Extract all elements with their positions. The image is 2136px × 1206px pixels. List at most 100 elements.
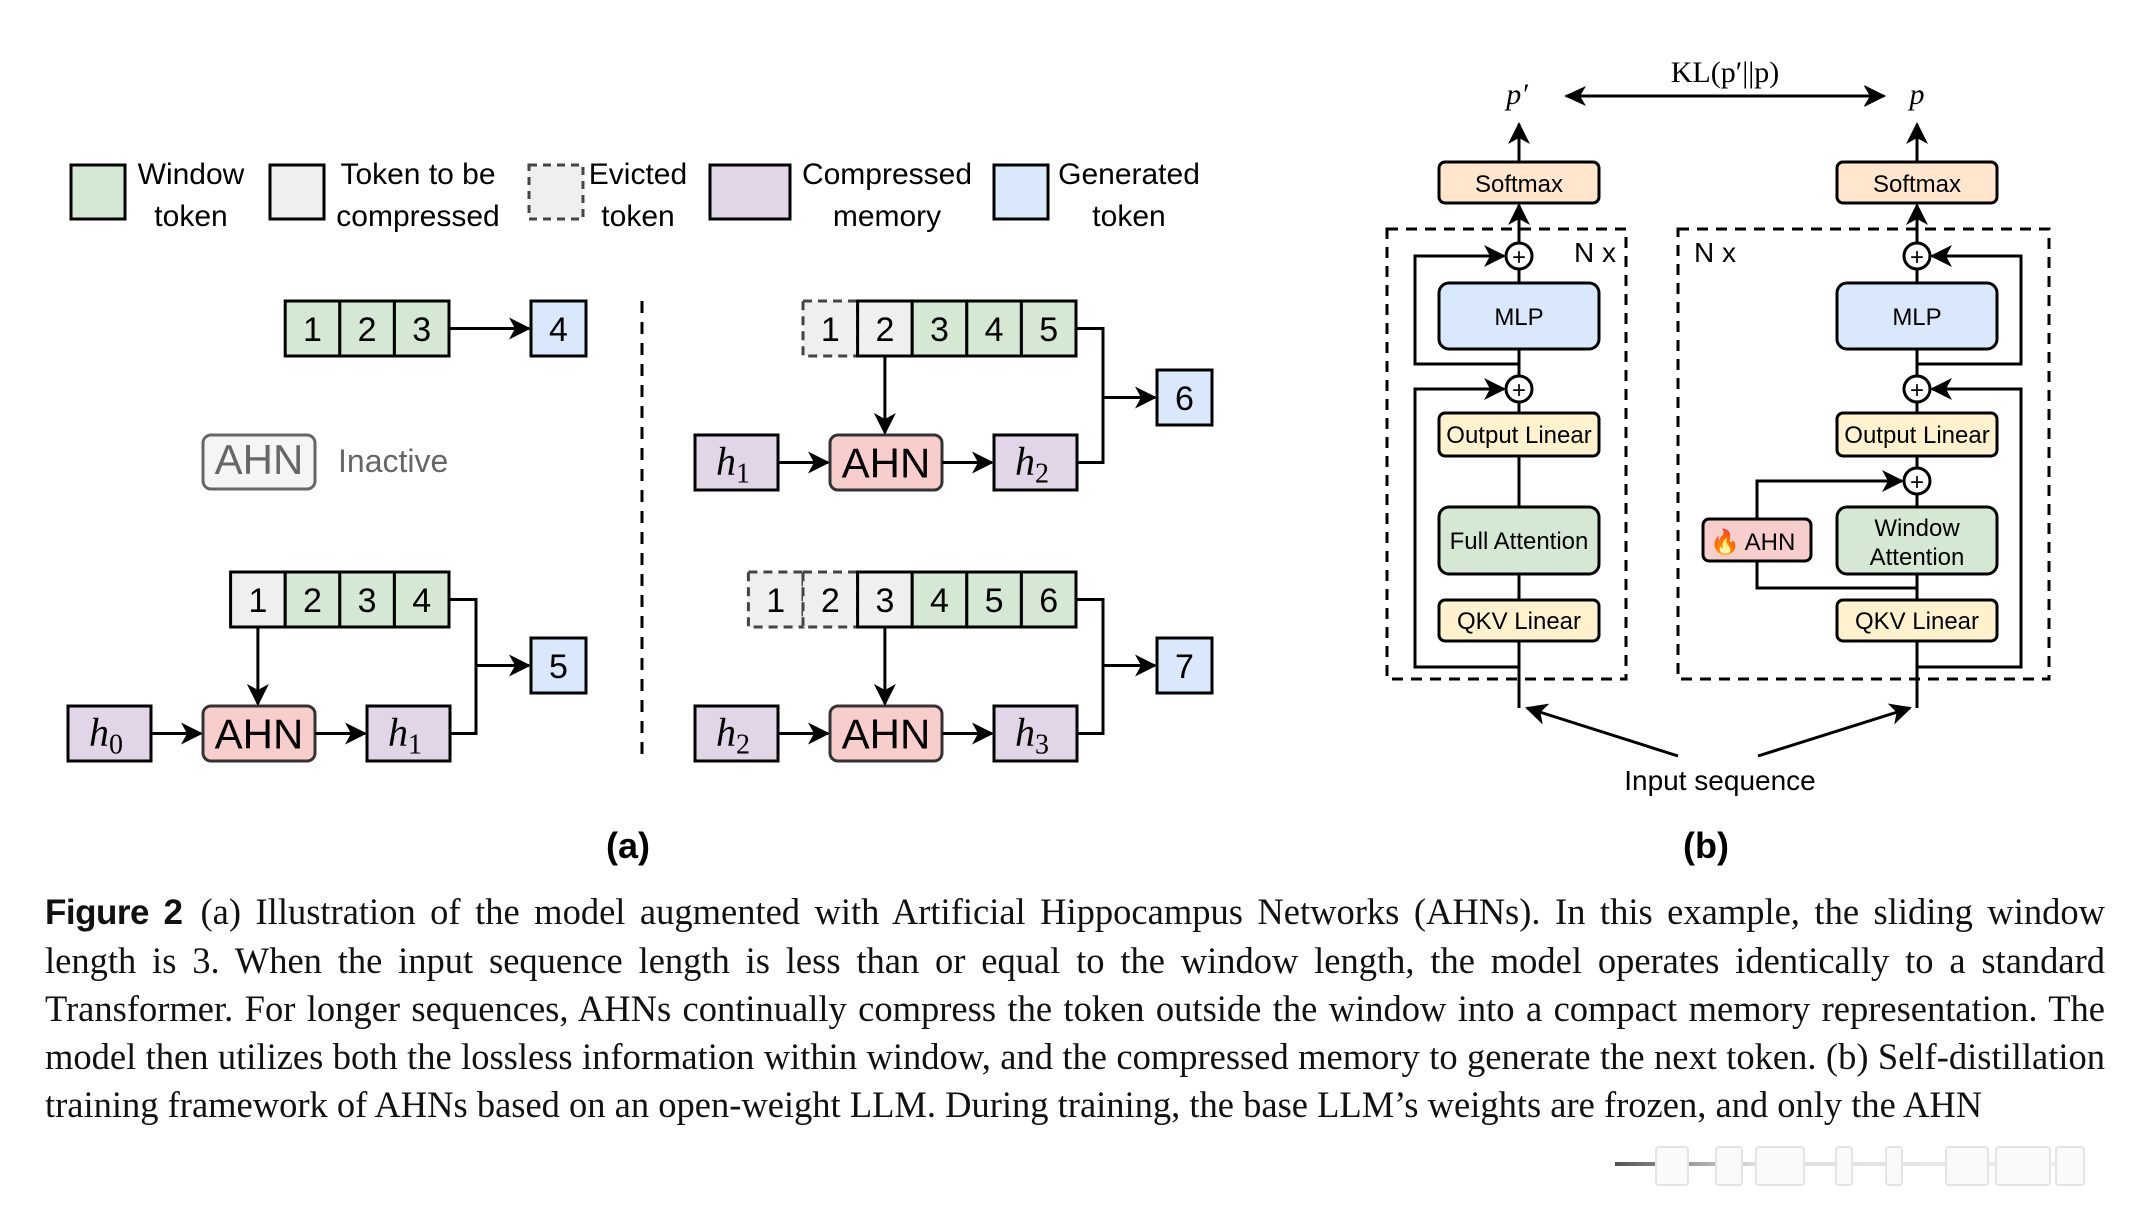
repeat-label: N x bbox=[1694, 237, 1736, 268]
legend-swatch-memory bbox=[708, 163, 792, 221]
watermark-glyph bbox=[1715, 1146, 1743, 1186]
mlp-label: MLP bbox=[1892, 304, 1941, 331]
input-arrow-left bbox=[1525, 703, 1679, 758]
teacher-output-label: p bbox=[1908, 78, 1925, 111]
ahn-label: AHN bbox=[215, 711, 304, 758]
token-label: 4 bbox=[412, 582, 431, 620]
token-label: 1 bbox=[766, 582, 785, 620]
generated-token-label: 6 bbox=[1175, 380, 1194, 418]
kl-arrow-left-head bbox=[1564, 86, 1586, 106]
window-attention-label: Attention bbox=[1870, 544, 1965, 571]
token-label: 2 bbox=[875, 311, 894, 349]
token-label: 1 bbox=[248, 582, 267, 620]
inactive-ahn: AHN Inactive bbox=[201, 433, 448, 491]
memory-in-label: h2 bbox=[716, 710, 750, 761]
layer-block-repeat bbox=[1676, 227, 2051, 681]
legend-label: Compressed bbox=[802, 158, 972, 191]
fire-icon: 🔥 bbox=[1710, 528, 1740, 556]
token-window bbox=[1019, 299, 1078, 358]
legend-item-memory: Compressed memory bbox=[708, 158, 972, 233]
softmax-label: Softmax bbox=[1475, 171, 1563, 198]
watermark-glyph bbox=[1995, 1146, 2051, 1186]
token-label: 6 bbox=[1039, 582, 1058, 620]
attention-residual bbox=[1917, 378, 2023, 669]
legend-label: Generated bbox=[1058, 158, 1200, 191]
output-linear-label: Output Linear bbox=[1844, 422, 1989, 449]
plus-sign: + bbox=[1910, 469, 1924, 496]
token-label: 2 bbox=[303, 582, 322, 620]
token-label: 2 bbox=[821, 582, 840, 620]
legend: Window token Token to be compressed Evic… bbox=[69, 158, 1200, 233]
ahn-label: AHN bbox=[1745, 529, 1796, 556]
figure-diagram: Window token Token to be compressed Evic… bbox=[66, 56, 2051, 866]
mlp-residual bbox=[1917, 245, 2023, 366]
legend-label: Window bbox=[138, 158, 245, 191]
qkv-linear-label: QKV Linear bbox=[1855, 608, 1979, 635]
legend-label: memory bbox=[833, 200, 941, 233]
panel-a-label: (a) bbox=[606, 825, 650, 866]
token-label: 3 bbox=[930, 311, 949, 349]
figure-caption: Figure 2(a) Illustration of the model au… bbox=[45, 888, 2105, 1129]
memory-in bbox=[693, 433, 780, 492]
ahn-inactive-box bbox=[201, 433, 317, 491]
mlp-residual bbox=[1413, 245, 1519, 366]
layer-block-repeat bbox=[1385, 227, 1628, 681]
attention-residual bbox=[1413, 378, 1519, 669]
generated-token-label: 5 bbox=[549, 648, 568, 686]
kl-divergence-label: KL(p′||p) bbox=[1671, 56, 1780, 89]
generated-token bbox=[1155, 368, 1214, 427]
token-label: 2 bbox=[358, 311, 377, 349]
token-window bbox=[910, 299, 969, 358]
full-attention-label: Full Attention bbox=[1450, 528, 1589, 555]
qkv-to-ahn-connector bbox=[1755, 561, 1917, 590]
legend-label: token bbox=[154, 200, 227, 233]
kl-arrow-right-head bbox=[1864, 86, 1886, 106]
token-label: 1 bbox=[821, 311, 840, 349]
input-arrow-right bbox=[1757, 703, 1912, 758]
caption-text: (a) Illustration of the model augmented … bbox=[45, 891, 2105, 1125]
token-label: 5 bbox=[1039, 311, 1058, 349]
watermark-glyph bbox=[2055, 1146, 2085, 1186]
memory-in-label: h1 bbox=[716, 439, 750, 490]
legend-label: token bbox=[601, 200, 674, 233]
softmax-label: Softmax bbox=[1873, 171, 1961, 198]
legend-swatch-evicted bbox=[527, 163, 585, 221]
mlp-label: MLP bbox=[1494, 304, 1543, 331]
legend-item-evicted: Evicted token bbox=[527, 158, 687, 233]
ahn-label: AHN bbox=[842, 440, 931, 487]
watermark-overlay bbox=[1615, 1140, 2095, 1188]
legend-item-window: Window token bbox=[69, 158, 245, 233]
legend-item-compress: Token to be compressed bbox=[268, 158, 500, 233]
ahn-label: AHN bbox=[842, 711, 931, 758]
generated-token-label: 4 bbox=[549, 311, 568, 349]
generated-token bbox=[529, 636, 588, 695]
legend-label: token bbox=[1092, 200, 1165, 233]
memory-out-label: h3 bbox=[1015, 710, 1049, 761]
inactive-status: Inactive bbox=[338, 443, 448, 479]
generated-token bbox=[529, 299, 588, 358]
token-window bbox=[910, 570, 969, 629]
output-linear-label: Output Linear bbox=[1446, 422, 1591, 449]
token-label: 4 bbox=[930, 582, 949, 620]
legend-item-generated: Generated token bbox=[992, 158, 1200, 233]
window-attention-label: Window bbox=[1874, 515, 1960, 542]
figure-number: Figure 2 bbox=[45, 893, 183, 932]
join-connector bbox=[1076, 598, 1105, 735]
join-connector bbox=[449, 598, 478, 735]
watermark-glyph bbox=[1945, 1146, 1989, 1186]
watermark-glyph bbox=[1835, 1146, 1853, 1186]
plus-sign: + bbox=[1910, 244, 1924, 271]
plus-sign: + bbox=[1512, 377, 1526, 404]
ahn-inactive-label: AHN bbox=[215, 436, 304, 483]
generated-token bbox=[1155, 636, 1214, 695]
token-label: 4 bbox=[985, 311, 1004, 349]
legend-swatch-compress bbox=[268, 163, 326, 221]
join-connector bbox=[1076, 327, 1105, 464]
token-window bbox=[338, 299, 396, 358]
token-window bbox=[392, 299, 451, 358]
token-label: 3 bbox=[412, 311, 431, 349]
watermark-glyph bbox=[1755, 1146, 1805, 1186]
